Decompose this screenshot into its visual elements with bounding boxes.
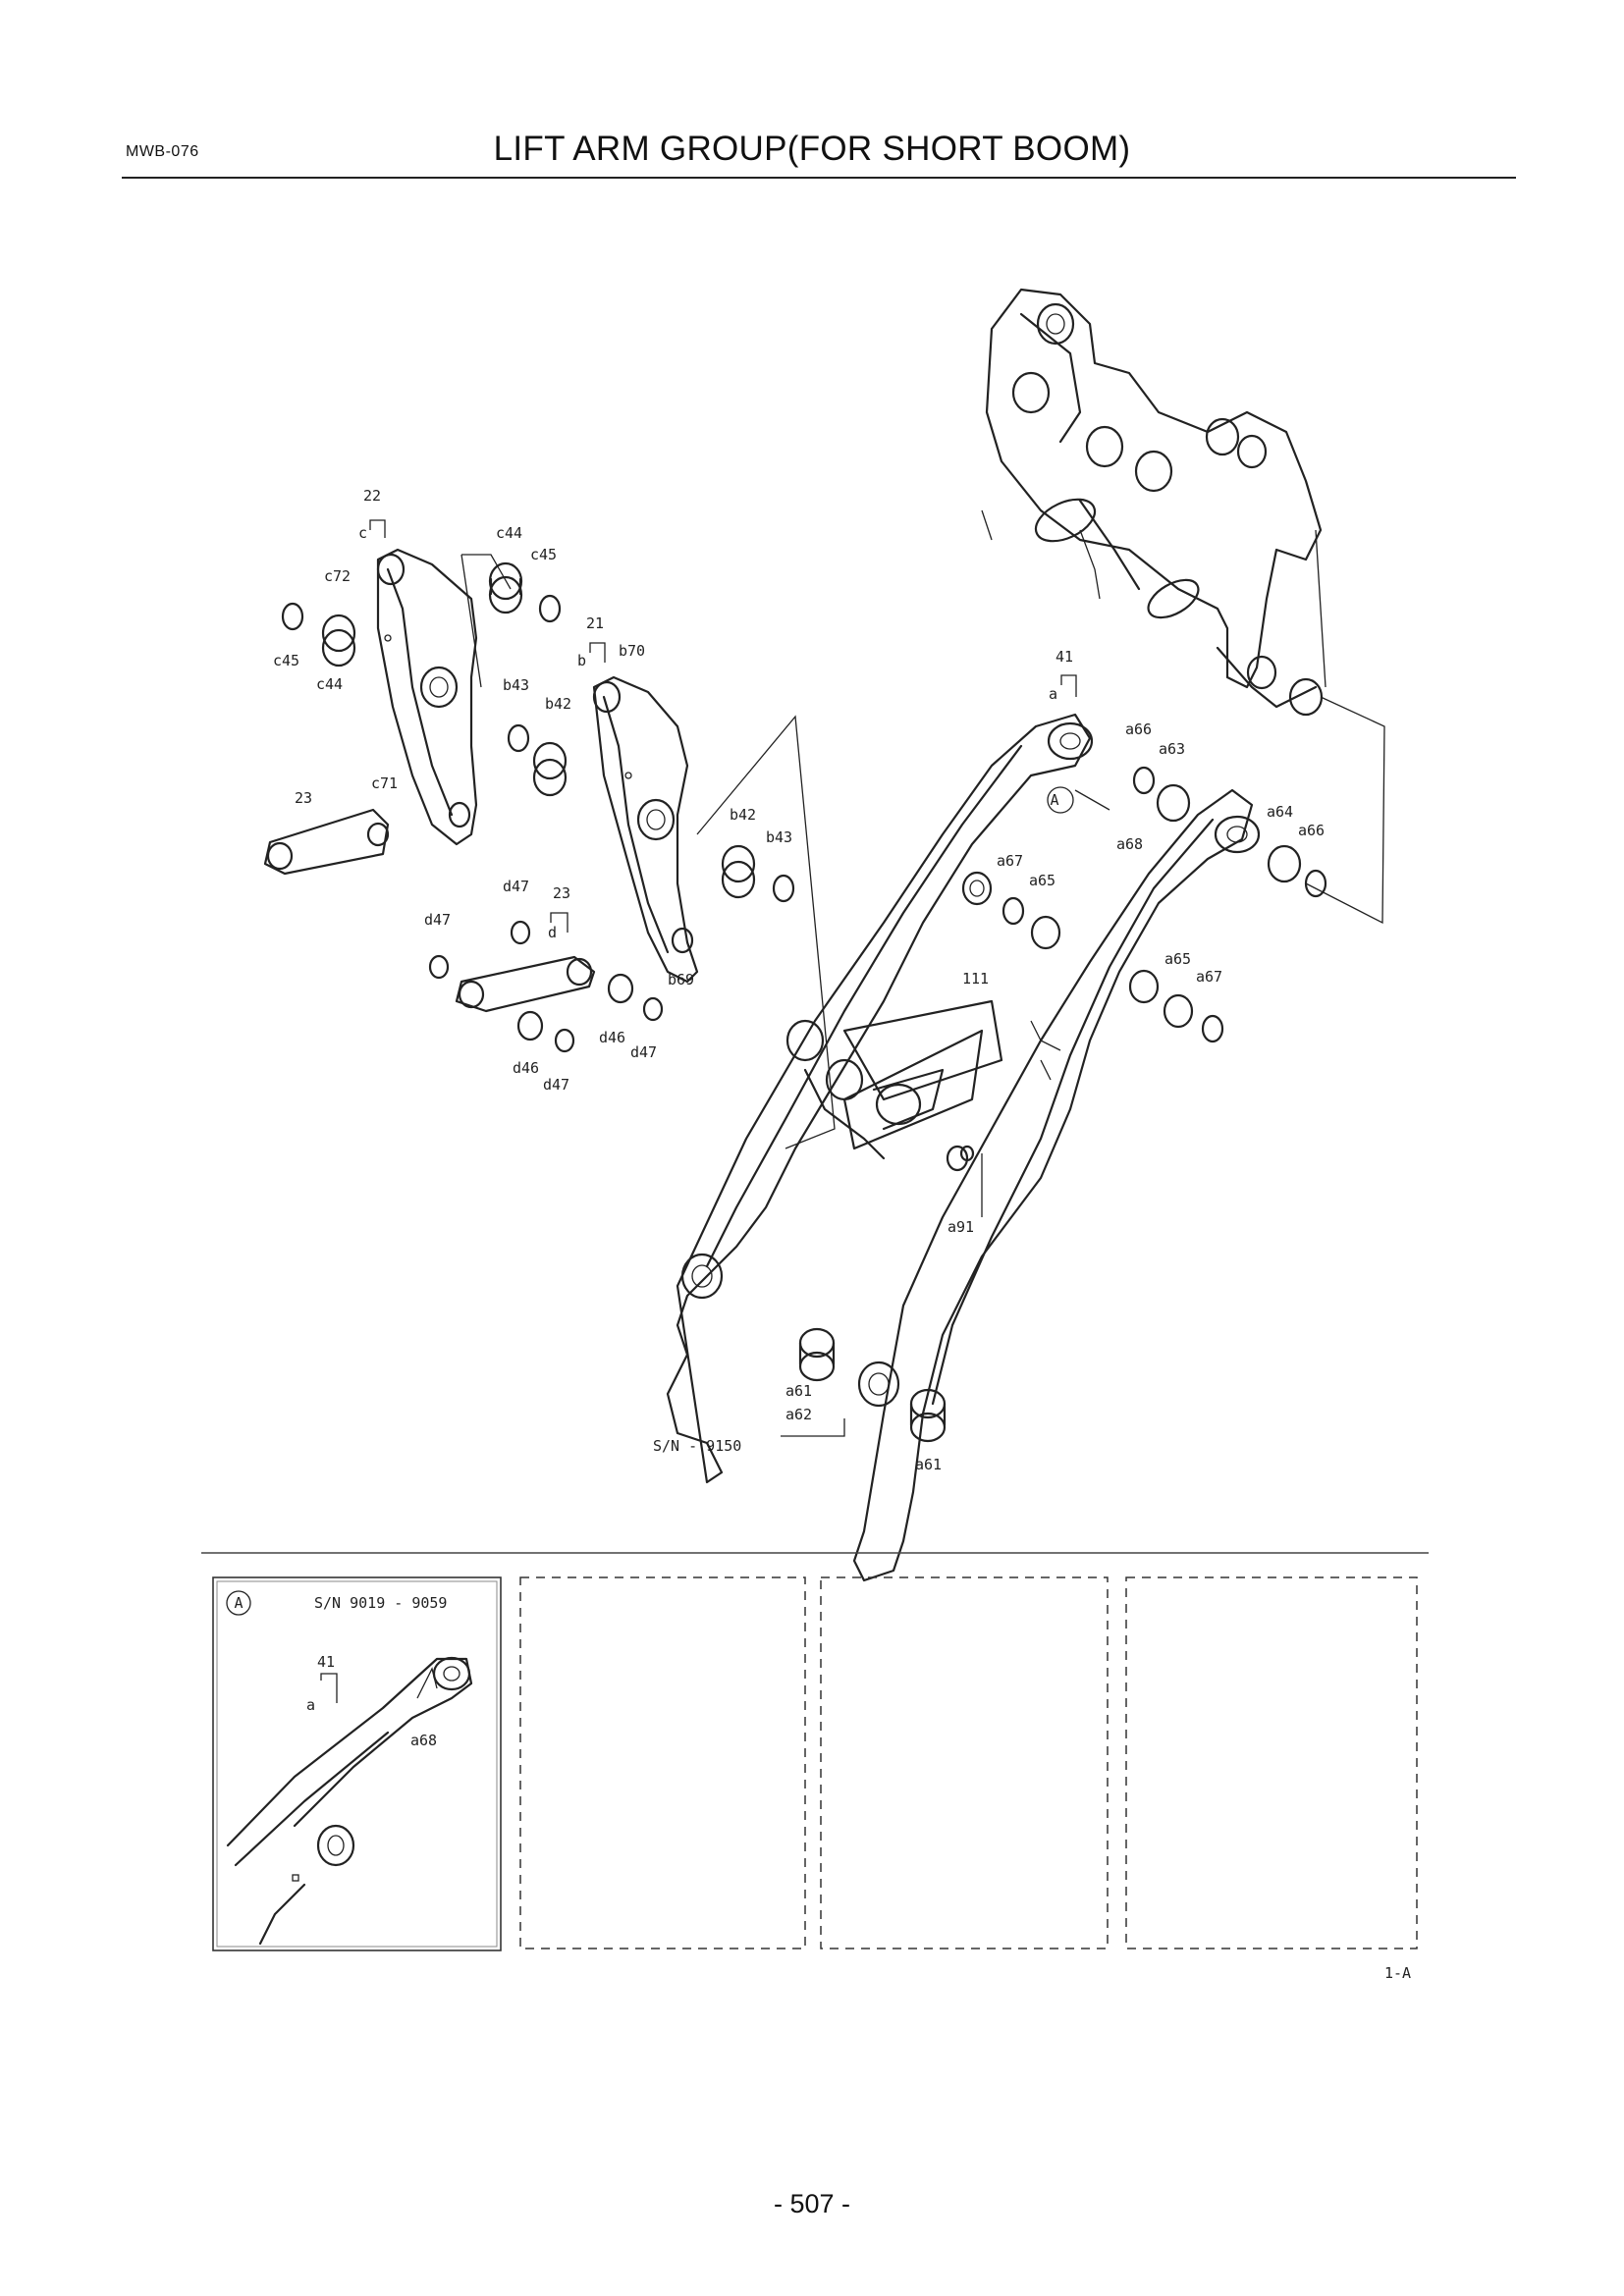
callout-label: a68 xyxy=(410,1732,437,1749)
page-title: LIFT ARM GROUP(FOR SHORT BOOM) xyxy=(493,130,1131,168)
callout-label: a61 xyxy=(915,1456,942,1473)
link-23-upper xyxy=(263,808,390,876)
empty-detail-panel xyxy=(1125,1576,1418,1949)
callout-label: b43 xyxy=(766,828,792,846)
callout-label: c44 xyxy=(496,524,522,542)
callout-label: a67 xyxy=(997,852,1023,870)
callout-label: 111 xyxy=(962,970,989,988)
link-22 xyxy=(376,548,478,846)
callout-label: d47 xyxy=(543,1076,569,1094)
callout-label: c45 xyxy=(273,652,299,669)
serial-number-note: S/N - 9150 xyxy=(653,1437,741,1455)
callout-label: a62 xyxy=(785,1406,812,1423)
callout-label: c72 xyxy=(324,567,351,585)
callout-label: b42 xyxy=(730,806,756,824)
callout-label: a xyxy=(306,1696,315,1714)
callout-label: c45 xyxy=(530,546,557,563)
link-23-lower xyxy=(455,955,596,1013)
lift-arm xyxy=(666,713,1261,1582)
bushings-and-rings xyxy=(281,561,1327,1443)
callout-label: c xyxy=(358,524,367,542)
callout-label: a64 xyxy=(1267,803,1293,821)
callout-labels: 22 c c44 c45 c72 c45 c44 c71 23 21 b b70… xyxy=(273,487,1325,1473)
callout-label: c71 xyxy=(371,774,398,792)
callout-label: a xyxy=(1049,685,1057,703)
leader-lines xyxy=(369,519,1110,1437)
callout-label: d47 xyxy=(503,878,529,895)
callout-label: b43 xyxy=(503,676,529,694)
callout-label: b70 xyxy=(619,642,645,660)
callout-label: b42 xyxy=(545,695,571,713)
callout-label: 21 xyxy=(586,614,604,632)
callout-label: d xyxy=(548,924,557,941)
title-divider xyxy=(122,177,1516,179)
link-21 xyxy=(592,675,699,984)
callout-label: a65 xyxy=(1164,950,1191,968)
detail-marker-circle xyxy=(226,1590,251,1616)
callout-label: a61 xyxy=(785,1382,812,1400)
callout-label: d47 xyxy=(424,911,451,929)
detail-marker-label: A xyxy=(234,1594,243,1612)
front-frame xyxy=(981,288,1326,717)
detail-marker-label: A xyxy=(1050,791,1058,809)
callout-label: a65 xyxy=(1029,872,1056,889)
detail-marker-circle xyxy=(1047,786,1074,814)
callout-label: c44 xyxy=(316,675,343,693)
figure-code: 1-A xyxy=(1384,1964,1411,1982)
callout-label: 22 xyxy=(363,487,381,505)
empty-detail-panel xyxy=(820,1576,1109,1949)
callout-label: d46 xyxy=(513,1059,539,1077)
callout-label: a63 xyxy=(1159,740,1185,758)
document-code: MWB-076 xyxy=(126,143,199,160)
page-number: - 507 - xyxy=(773,2189,851,2218)
callout-label: 23 xyxy=(295,789,312,807)
detail-serial-range: S/N 9019 - 9059 xyxy=(314,1594,447,1612)
callout-label: a67 xyxy=(1196,968,1222,986)
callout-label: 41 xyxy=(317,1653,335,1671)
callout-label: a66 xyxy=(1125,721,1152,738)
empty-detail-panel xyxy=(519,1576,806,1949)
leader-line xyxy=(1305,696,1385,925)
callout-label: d46 xyxy=(599,1029,625,1046)
callout-label: b xyxy=(577,652,586,669)
callout-label: 23 xyxy=(553,884,570,902)
callout-label: d47 xyxy=(630,1043,657,1061)
callout-label: 41 xyxy=(1056,648,1073,666)
detail-panel-a: A S/N 9019 - 9059 41 a a68 xyxy=(212,1576,502,1951)
callout-label: a91 xyxy=(947,1218,974,1236)
callout-label: b69 xyxy=(668,971,694,988)
callout-label: a66 xyxy=(1298,822,1325,839)
callout-label: a68 xyxy=(1116,835,1143,853)
